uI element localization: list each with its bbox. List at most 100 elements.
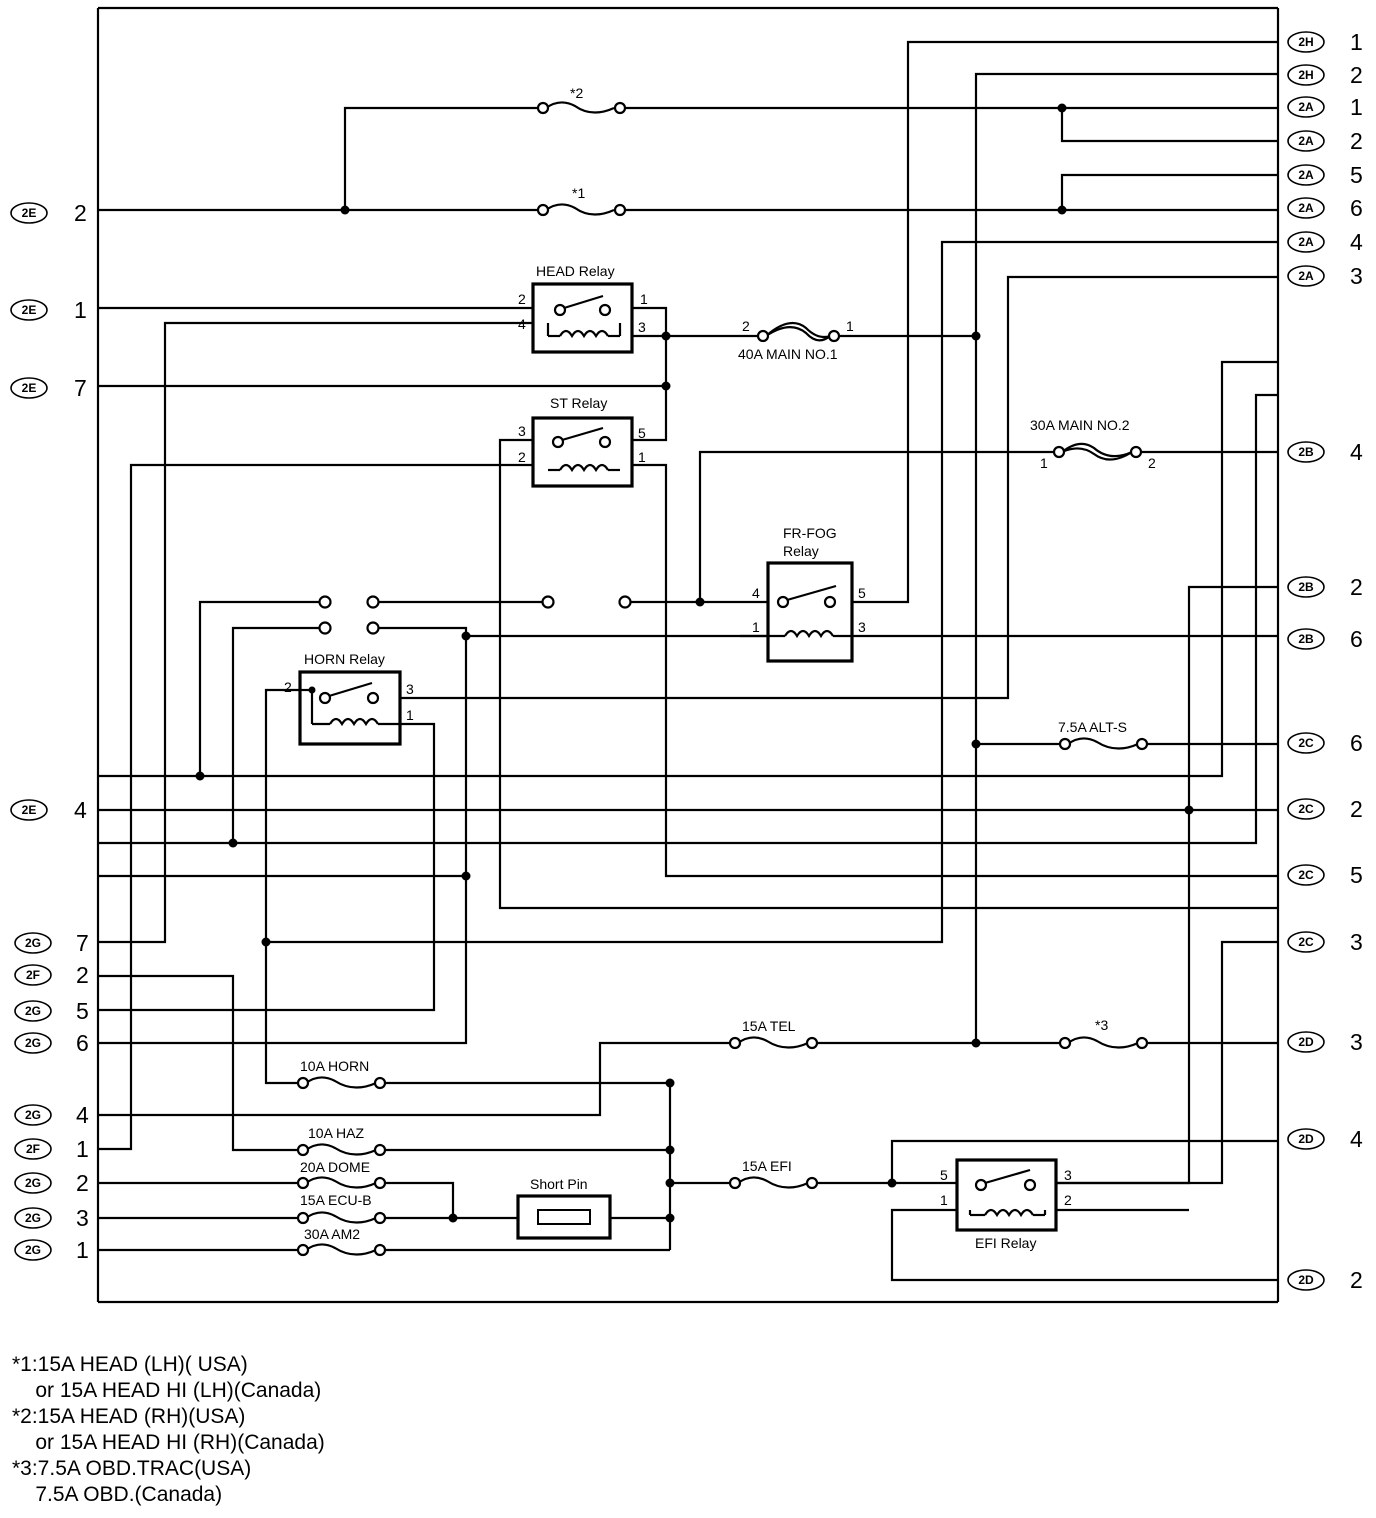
- svg-text:2: 2: [284, 679, 292, 695]
- fuse-am2-label: 30A AM2: [304, 1226, 360, 1242]
- svg-text:4: 4: [1350, 439, 1363, 465]
- svg-text:2A: 2A: [1298, 168, 1314, 182]
- junction-dots: [195, 103, 1194, 1223]
- fuse-star1-label: *1: [572, 185, 585, 201]
- svg-text:5: 5: [638, 425, 646, 441]
- footnote-line: *3:7.5A OBD.TRAC(USA): [12, 1457, 252, 1480]
- fuse-ecu-b-label: 15A ECU-B: [300, 1192, 372, 1208]
- svg-text:4: 4: [752, 585, 760, 601]
- svg-text:2G: 2G: [25, 1243, 41, 1257]
- svg-text:4: 4: [1350, 1126, 1363, 1152]
- svg-text:2F: 2F: [26, 1142, 40, 1156]
- svg-text:3: 3: [638, 319, 646, 335]
- footnote-line: or 15A HEAD HI (LH)(Canada): [12, 1379, 322, 1402]
- efi-relay: EFI Relay 5 1 3 2: [940, 1158, 1072, 1251]
- svg-text:1: 1: [752, 619, 760, 635]
- svg-text:2: 2: [74, 200, 87, 226]
- svg-text:3: 3: [1350, 1029, 1363, 1055]
- fuse-efi: 15A EFI: [728, 1158, 819, 1190]
- fuse-star3-label: *3: [1095, 1017, 1108, 1033]
- fuse-main-no1-label: 40A MAIN NO.1: [738, 346, 838, 362]
- svg-text:2: 2: [518, 291, 526, 307]
- horn-relay: HORN Relay 2 3 1: [284, 651, 414, 746]
- fuse-main-no1-pin1: 1: [846, 318, 854, 334]
- connector-2e-2: 2E 2: [10, 200, 87, 226]
- svg-text:2D: 2D: [1298, 1132, 1314, 1146]
- svg-text:2G: 2G: [25, 1108, 41, 1122]
- wires: [98, 40, 1278, 1282]
- fuse-main-no2-pin1: 1: [1040, 455, 1048, 471]
- fuse-tel-label: 15A TEL: [742, 1018, 796, 1034]
- svg-text:2H: 2H: [1298, 68, 1313, 82]
- fuse-star2-label: *2: [570, 85, 583, 101]
- connector-2d-4: 2D 4: [1287, 1126, 1363, 1152]
- svg-text:2E: 2E: [22, 303, 37, 317]
- svg-text:2: 2: [1064, 1192, 1072, 1208]
- fuse-dome-label: 20A DOME: [300, 1159, 370, 1175]
- svg-text:2A: 2A: [1298, 134, 1314, 148]
- fr-fog-relay-label-2: Relay: [783, 543, 819, 559]
- st-relay: ST Relay 3 2 5 1: [518, 395, 646, 488]
- fr-fog-relay: FR-FOG Relay 4 1 5 3: [752, 525, 866, 663]
- svg-text:1: 1: [1350, 94, 1363, 120]
- svg-text:5: 5: [1350, 162, 1363, 188]
- connector-2a-5: 2A 5: [1287, 162, 1363, 188]
- fuse-horn: 10A HORN: [296, 1058, 387, 1090]
- fuse-alt-s: 7.5A ALT-S: [1058, 719, 1149, 751]
- connector-2c-2: 2C 2: [1287, 796, 1363, 822]
- svg-text:2G: 2G: [25, 936, 41, 950]
- svg-text:1: 1: [638, 449, 646, 465]
- svg-text:7: 7: [74, 375, 87, 401]
- svg-text:5: 5: [940, 1167, 948, 1183]
- footnote-line: 7.5A OBD.(Canada): [12, 1483, 223, 1506]
- svg-text:3: 3: [1350, 263, 1363, 289]
- fuse-efi-label: 15A EFI: [742, 1158, 792, 1174]
- connector-2c-6: 2C 6: [1287, 730, 1363, 756]
- svg-text:6: 6: [1350, 730, 1363, 756]
- svg-text:2C: 2C: [1298, 736, 1314, 750]
- connector-2h-2: 2H 2: [1287, 62, 1363, 88]
- svg-text:2A: 2A: [1298, 269, 1314, 283]
- svg-text:2: 2: [1350, 62, 1363, 88]
- svg-text:2G: 2G: [25, 1004, 41, 1018]
- svg-text:2G: 2G: [25, 1176, 41, 1190]
- fuse-main-no1-pin2: 2: [742, 318, 750, 334]
- svg-text:3: 3: [1350, 929, 1363, 955]
- svg-text:2: 2: [1350, 574, 1363, 600]
- svg-text:2E: 2E: [22, 206, 37, 220]
- fr-fog-relay-label-1: FR-FOG: [783, 525, 837, 541]
- connector-2g-5: 2G 5: [14, 998, 89, 1024]
- svg-text:2: 2: [1350, 796, 1363, 822]
- svg-text:2C: 2C: [1298, 802, 1314, 816]
- fuse-star3: *3: [1058, 1017, 1149, 1050]
- short-pin-label: Short Pin: [530, 1176, 588, 1192]
- fuse-main-no2: 1 2 30A MAIN NO.2: [1030, 417, 1156, 471]
- svg-text:1: 1: [406, 707, 414, 723]
- horn-relay-label: HORN Relay: [304, 651, 385, 667]
- svg-text:2B: 2B: [1298, 580, 1314, 594]
- svg-text:2A: 2A: [1298, 235, 1314, 249]
- svg-text:2C: 2C: [1298, 868, 1314, 882]
- fuse-am2: 30A AM2: [296, 1226, 387, 1257]
- footnote-line: or 15A HEAD HI (RH)(Canada): [12, 1431, 325, 1454]
- svg-text:1: 1: [940, 1192, 948, 1208]
- fuse-haz-label: 10A HAZ: [308, 1125, 364, 1141]
- st-relay-label: ST Relay: [550, 395, 607, 411]
- svg-text:5: 5: [76, 998, 89, 1024]
